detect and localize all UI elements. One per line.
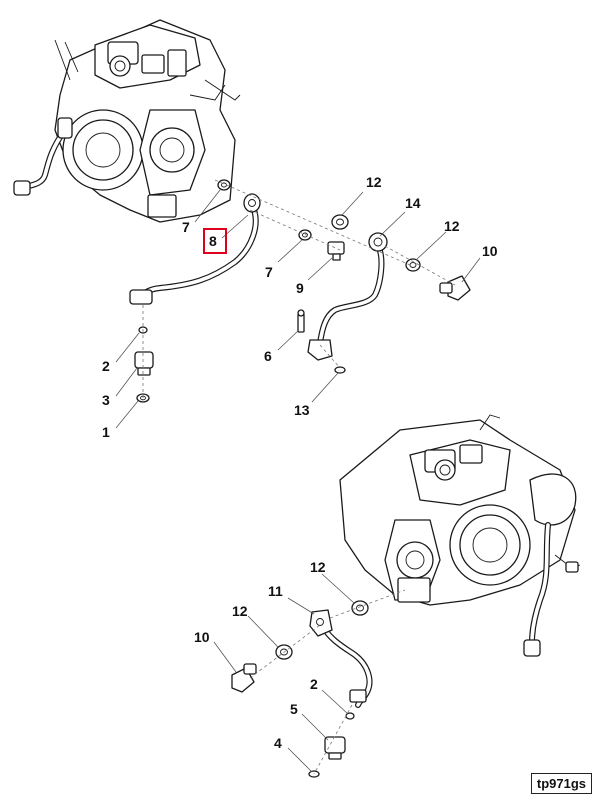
washer-12-a [331,214,349,230]
alignment-lines-upper [142,179,456,400]
wire-harness-lower [523,522,581,657]
callout-12-a: 12 [366,174,382,190]
callout-12-c: 12 [310,559,326,575]
callout-12-d: 12 [232,603,248,619]
bolt-10-upper [439,275,471,301]
wire-harness-upper [13,117,73,196]
oil-feed-pipe-upper [129,193,261,305]
washer-7-b [298,229,312,241]
callout-12-b: 12 [444,218,460,234]
callout-labels: 7 8 7 9 12 14 12 10 6 13 2 3 1 12 11 12 … [102,174,498,751]
seal-13 [334,366,346,374]
callout-8: 8 [209,233,217,249]
sensor-6 [297,309,305,333]
callout-9: 9 [296,280,304,296]
washer-12-b [405,258,421,272]
callout-1: 1 [102,424,110,440]
callout-10-a: 10 [482,243,498,259]
washer-12-c [351,600,369,616]
oring-2-lower [345,712,355,720]
callout-11: 11 [268,583,283,599]
callout-14: 14 [405,195,421,211]
oil-return-pipe-upper [307,232,388,361]
callout-7-a: 7 [182,219,190,235]
callout-3: 3 [102,392,110,408]
alignment-lines-lower [249,589,406,775]
washer-7-a [217,179,231,191]
leader-lines [115,189,481,773]
bolt-10-lower [231,663,257,693]
callout-5: 5 [290,701,298,717]
callout-7-b: 7 [265,264,273,280]
callout-13: 13 [294,402,310,418]
oil-pipe-lower [309,609,373,708]
highlight-box-8 [203,228,227,254]
fitting-5 [324,736,346,760]
turbocharger-upper [54,19,241,223]
callout-2-a: 2 [102,358,110,374]
reference-code-label: tp971gs [530,773,592,794]
banjo-bolt-9 [327,241,345,261]
callout-6: 6 [264,348,272,364]
adapter-3 [134,351,154,376]
callout-2-b: 2 [310,676,318,692]
callout-4: 4 [274,735,282,751]
turbocharger-lower [339,414,577,606]
callout-10-b: 10 [194,629,210,645]
